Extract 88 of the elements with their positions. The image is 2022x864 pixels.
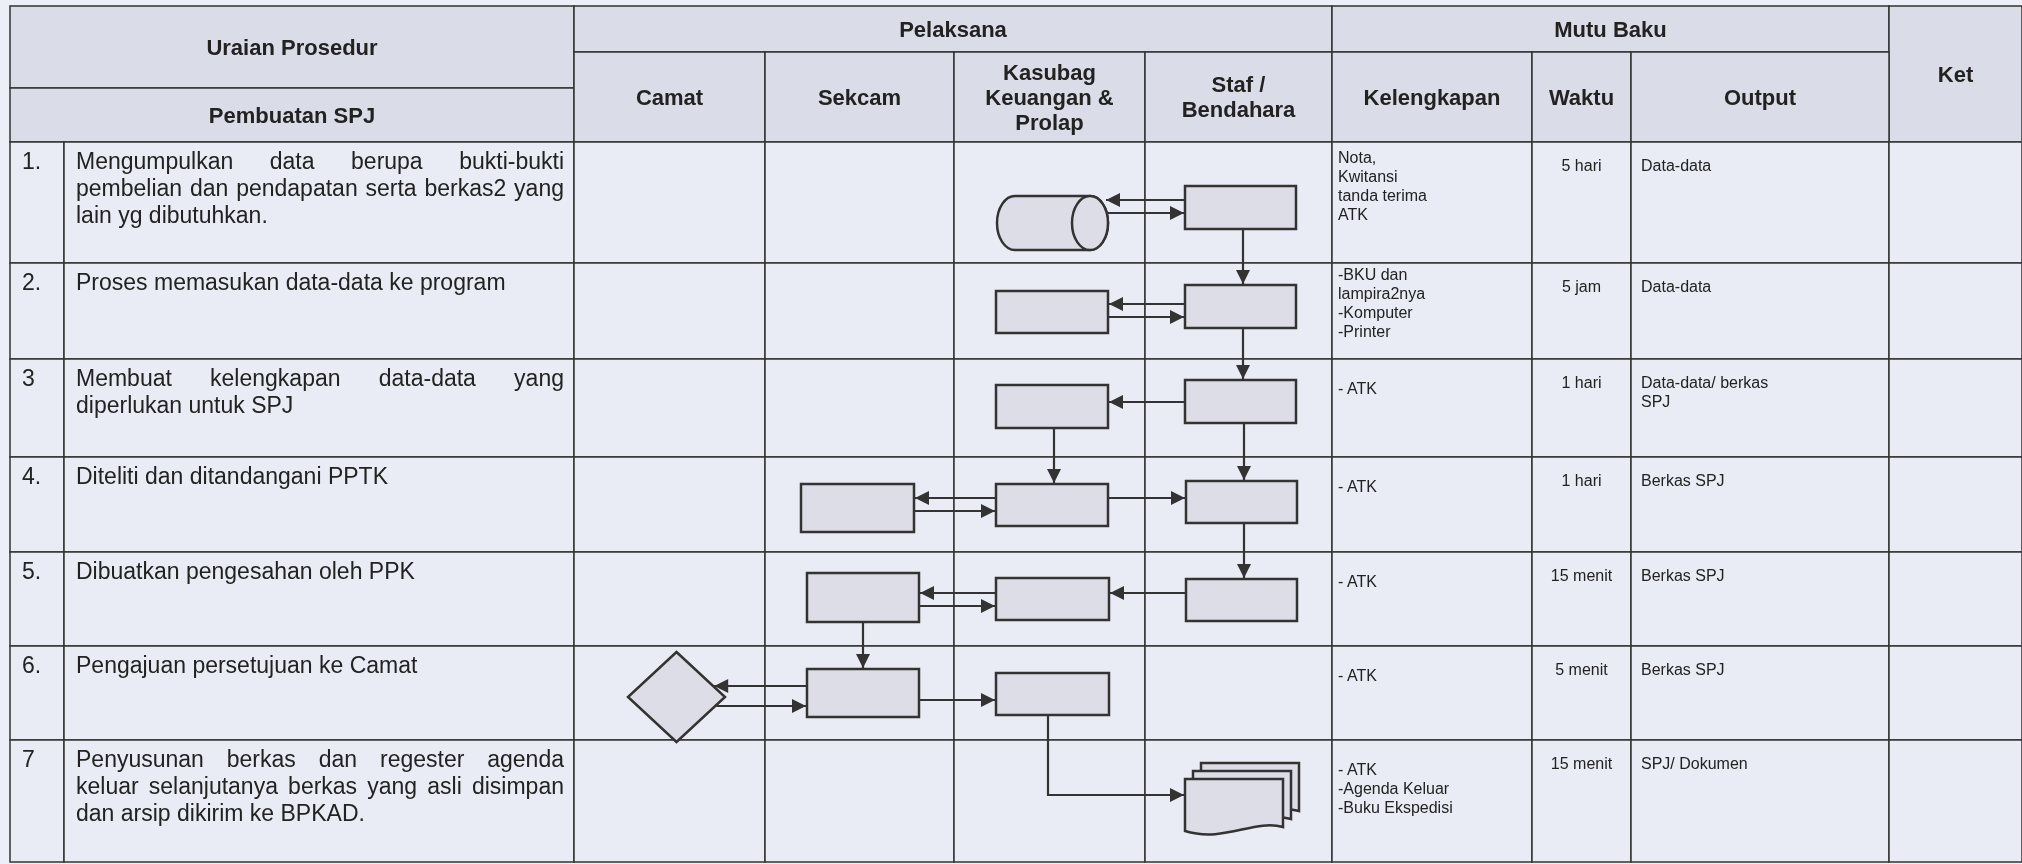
requirement-text: -Buku Ekspedisi <box>1338 798 1453 817</box>
process-box <box>1184 284 1297 329</box>
output-text: Data-data <box>1641 156 1712 175</box>
step-description: Penyusunan berkas dan regester agenda keluar selanjutanya berkas yang asli disimpan dan arsip dikirim ke BPKAD. <box>76 746 564 827</box>
requirement-text: -BKU dan lampira2nya <box>1338 265 1427 303</box>
process-box <box>995 483 1109 527</box>
arrow <box>1236 230 1250 284</box>
group-header: Ket <box>1937 61 1974 87</box>
duration-text: 1 hari <box>1561 471 1602 490</box>
arrow <box>1110 586 1185 600</box>
process-box <box>995 290 1109 334</box>
column-header: Camat <box>635 84 704 110</box>
arrow <box>856 623 870 668</box>
process-box <box>995 672 1110 716</box>
output-text: Berkas SPJ <box>1641 660 1725 679</box>
requirement-text: - ATK <box>1338 760 1377 779</box>
group-header: Uraian Prosedur <box>206 34 378 60</box>
process-box <box>1185 578 1298 622</box>
requirement-text: - ATK <box>1338 666 1377 685</box>
arrow <box>1109 395 1184 409</box>
output-text: Data-data <box>1641 277 1712 296</box>
requirement-text: - ATK <box>1338 572 1377 591</box>
process-box <box>995 384 1109 429</box>
column-header: Staf / Bendahara <box>1180 72 1297 122</box>
step-number: 7 <box>22 746 35 773</box>
column-header: Kelengkapan <box>1363 84 1501 110</box>
requirement-text: - ATK <box>1338 477 1377 496</box>
process-box <box>995 577 1110 621</box>
column-header: Kasubag Keuangan & Prolap <box>984 59 1115 135</box>
arrow <box>920 599 995 613</box>
requirement-text: -Printer <box>1338 322 1391 341</box>
database-cylinder <box>996 195 1109 251</box>
requirement-text: - ATK <box>1338 379 1377 398</box>
arrow <box>1106 193 1184 207</box>
group-header: Pembuatan SPJ <box>208 102 376 128</box>
duration-text: 5 menit <box>1555 660 1608 679</box>
step-description: Diteliti dan ditandangani PPTK <box>76 463 389 490</box>
step-number: 2. <box>22 269 42 296</box>
output-text: Data-data/ berkas SPJ <box>1641 373 1770 411</box>
arrow <box>920 586 995 600</box>
output-text: Berkas SPJ <box>1641 566 1725 585</box>
arrow <box>1047 429 1061 483</box>
process-box <box>806 572 920 623</box>
process-box <box>1184 379 1297 424</box>
arrow <box>1237 524 1251 578</box>
output-text: SPJ/ Dokumen <box>1641 754 1748 773</box>
step-number: 4. <box>22 463 42 490</box>
duration-text: 15 menit <box>1550 566 1613 585</box>
process-box <box>806 668 920 718</box>
arrow <box>1109 491 1185 505</box>
arrow <box>714 679 806 693</box>
duration-text: 5 hari <box>1561 156 1602 175</box>
arrow <box>1236 329 1250 379</box>
arrow <box>1237 424 1251 480</box>
step-description: Mengumpulkan data berupa bukti-bukti pembelian dan pendapatan serta berkas2 yang lain yg dibutuhkan. <box>76 148 564 229</box>
arrow <box>1046 716 1184 802</box>
arrow <box>1106 206 1184 220</box>
decision-diamond <box>627 651 726 743</box>
requirement-text: Nota, Kwitansi tanda terima ATK <box>1338 148 1428 224</box>
group-header: Mutu Baku <box>1554 16 1667 42</box>
step-description: Membuat kelengkapan data-data yang diperlukan untuk SPJ <box>76 365 564 419</box>
duration-text: 1 hari <box>1561 373 1602 392</box>
group-header: Pelaksana <box>899 16 1007 42</box>
column-header: Sekcam <box>817 84 902 110</box>
column-header: Waktu <box>1548 84 1615 110</box>
step-number: 6. <box>22 652 42 679</box>
step-number: 5. <box>22 558 42 585</box>
arrow <box>915 491 995 505</box>
column-header: Output <box>1723 84 1797 110</box>
output-text: Berkas SPJ <box>1641 471 1725 490</box>
step-description: Proses memasukan data-data ke program <box>76 269 507 296</box>
step-description: Dibuatkan pengesahan oleh PPK <box>76 558 416 585</box>
arrow <box>915 504 995 518</box>
process-box <box>800 483 915 533</box>
arrow <box>1109 310 1184 324</box>
document-stack <box>1184 762 1300 834</box>
arrow <box>920 693 995 707</box>
requirement-text: -Agenda Keluar <box>1338 779 1450 798</box>
process-box <box>1185 480 1298 524</box>
step-number: 1. <box>22 148 42 175</box>
requirement-text: -Komputer <box>1338 303 1413 322</box>
step-description: Pengajuan persetujuan ke Camat <box>76 652 419 679</box>
step-number: 3 <box>22 365 35 392</box>
arrow <box>716 699 806 713</box>
duration-text: 5 jam <box>1561 277 1602 296</box>
duration-text: 15 menit <box>1550 754 1613 773</box>
arrow <box>1109 297 1184 311</box>
process-box <box>1184 185 1297 230</box>
